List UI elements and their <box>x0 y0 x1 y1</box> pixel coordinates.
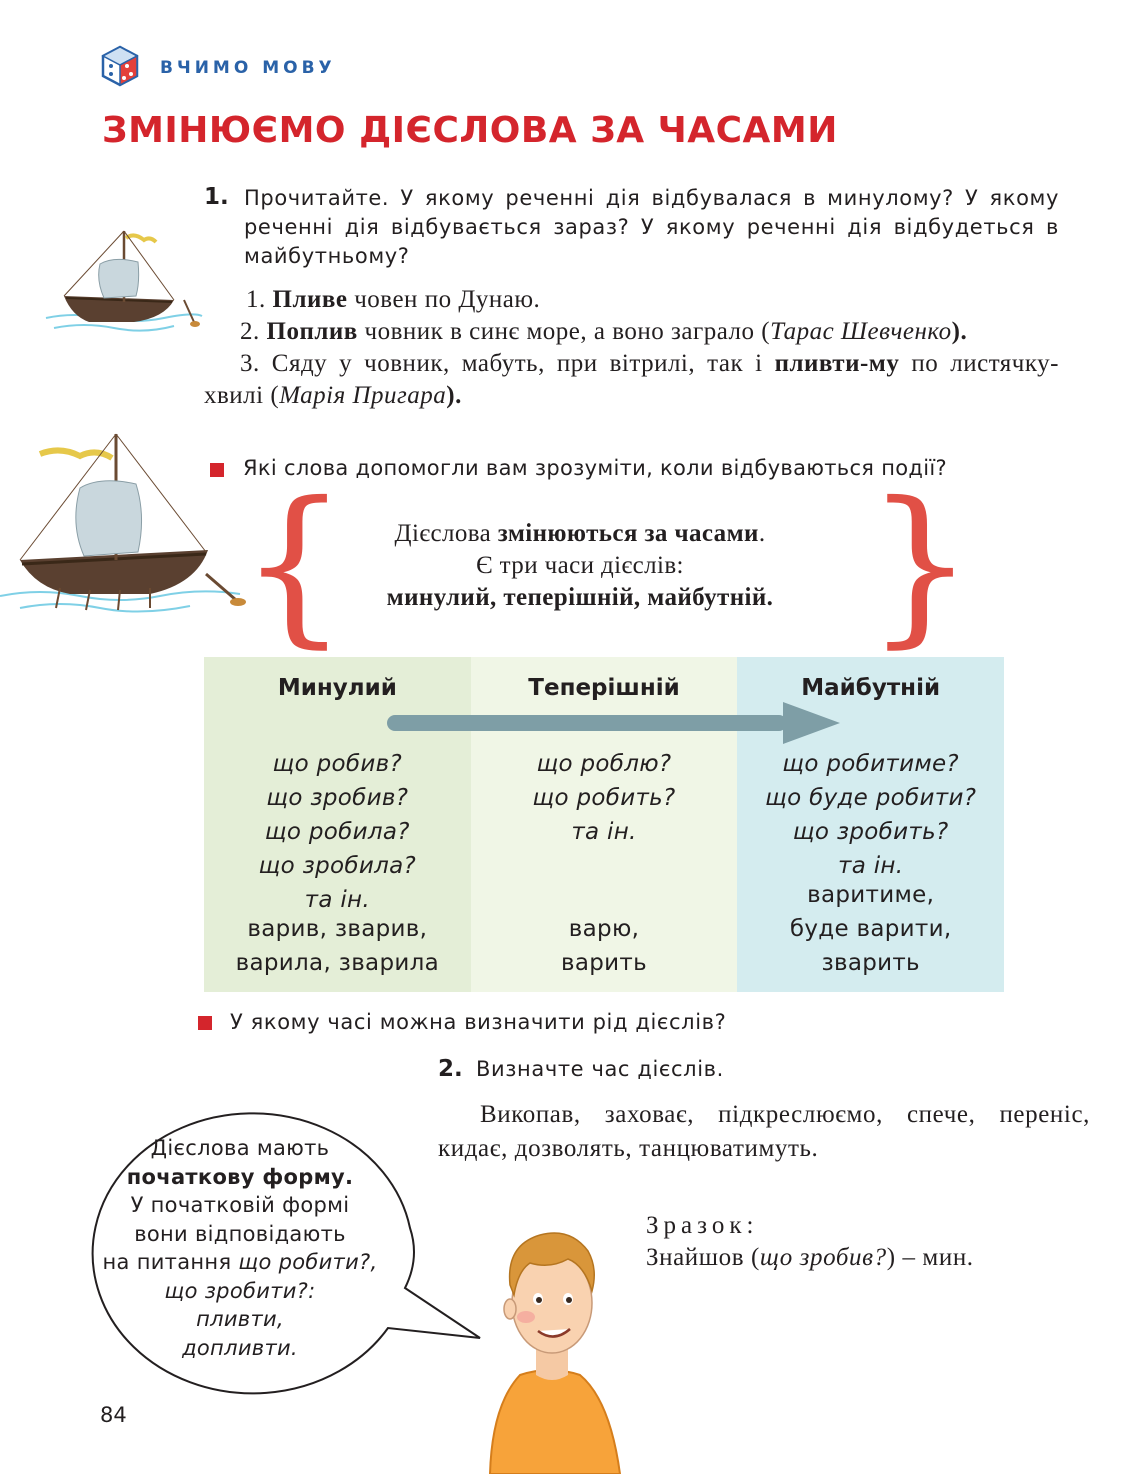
present-header: Теперішній <box>528 675 680 701</box>
past-question: що робила? <box>264 819 410 845</box>
dice-icon <box>101 45 139 87</box>
question-2: У якому часі можна визначити рід дієслів… <box>230 1010 727 1034</box>
sentence-3: 3. Сяду у човник, мабуть, при вітрилі, т… <box>204 350 1059 409</box>
future-question: та ін. <box>838 853 904 879</box>
past-question: що робив? <box>272 751 402 777</box>
past-example: варила, зварила <box>235 950 439 976</box>
page-number: 84 <box>100 1403 127 1427</box>
bubble-line: що зробити?: <box>164 1278 316 1303</box>
past-question: та ін. <box>304 887 370 913</box>
author-prygara: Марія Пригара <box>279 382 447 409</box>
bubble-line: допливти. <box>182 1335 298 1360</box>
future-example: варитиме, <box>807 882 935 908</box>
present-column: Теперішній що роблю? що робить? та ін. в… <box>470 657 738 992</box>
bullet-square <box>210 463 224 477</box>
future-example: зварить <box>821 950 920 976</box>
future-header: Майбутній <box>801 675 941 701</box>
rule-line-2: Є три часи дієслів: <box>476 552 684 579</box>
left-brace-icon: { <box>240 466 349 664</box>
future-column: Майбутній що робитиме? що буде робити? щ… <box>737 657 1005 992</box>
right-brace-icon: } <box>866 466 975 664</box>
bubble-line: вони відповідають <box>134 1221 346 1246</box>
past-column: Минулий що робив? що зробив? що робила? … <box>204 657 471 992</box>
past-question: що зробив? <box>266 785 409 811</box>
sample-label: Зразок: <box>646 1212 759 1239</box>
timeline-arrow-icon <box>387 702 840 744</box>
present-example: варить <box>561 950 647 976</box>
speech-bubble-text: Дієслова мають початкову форму. У початк… <box>80 1134 400 1362</box>
future-example: буде варити, <box>789 916 952 942</box>
past-question: що зробила? <box>258 853 417 879</box>
exercise-1-instruction: Прочитайте. У якому реченні дія відбувал… <box>244 186 1059 268</box>
bubble-line: У початковій формі <box>130 1193 350 1217</box>
author-shevchenko: Тарас Шевченко <box>770 318 952 345</box>
present-question: що роблю? <box>536 751 672 777</box>
speech-bubble <box>91 1112 481 1395</box>
rule-box: Дієслова змінюються за часами. Є три час… <box>300 518 860 614</box>
past-header: Минулий <box>277 675 397 701</box>
small-boat-illustration <box>45 230 203 332</box>
bubble-line: Дієслова мають <box>150 1136 330 1160</box>
present-question: та ін. <box>571 819 637 845</box>
present-example: варю, <box>568 916 640 942</box>
question-1: Які слова допомогли вам зрозуміти, коли … <box>243 456 947 480</box>
future-question: що зробить? <box>792 819 949 845</box>
rule-line-1: Дієслова змінюються за часами. <box>394 520 766 547</box>
future-question: що буде робити? <box>765 785 977 811</box>
present-question: що робить? <box>532 785 676 811</box>
future-question: що робитиме? <box>782 751 959 777</box>
bullet-square <box>198 1016 212 1030</box>
sentence-1: 1. Пливе човен по Дунаю. <box>246 286 541 313</box>
exercise-2-instruction: Визначте час дієслів. <box>476 1057 724 1081</box>
exercise-2-words: Викопав, заховає, підкреслюємо, спече, п… <box>438 1101 1090 1162</box>
sample-text: Знайшов (що зробив?) – мин. <box>646 1244 974 1271</box>
bubble-line: на питання що робити?, <box>102 1250 378 1274</box>
tense-table: Минулий що робив? що зробив? що робила? … <box>204 657 1005 992</box>
past-example: варив, зварив, <box>247 916 428 942</box>
bubble-line: пливти, <box>196 1307 284 1331</box>
bubble-line: початкову форму. <box>126 1164 354 1189</box>
exercise-1-sentences: 1. Пливе човен по Дунаю. 2. Поплив човни… <box>204 284 1059 412</box>
exercise-1-number: 1. <box>204 184 229 210</box>
section-label: ВЧИМО МОВУ <box>160 58 336 78</box>
boy-illustration <box>488 1232 622 1474</box>
large-boat-illustration <box>0 433 246 613</box>
sentence-2: 2. Поплив човник в синє море, а воно заг… <box>240 318 968 345</box>
exercise-2-number: 2. <box>438 1056 463 1082</box>
rule-line-3: минулий, теперішній, майбутній. <box>386 584 774 611</box>
page-title: ЗМІНЮЄМО ДІЄСЛОВА ЗА ЧАСАМИ <box>102 110 838 151</box>
